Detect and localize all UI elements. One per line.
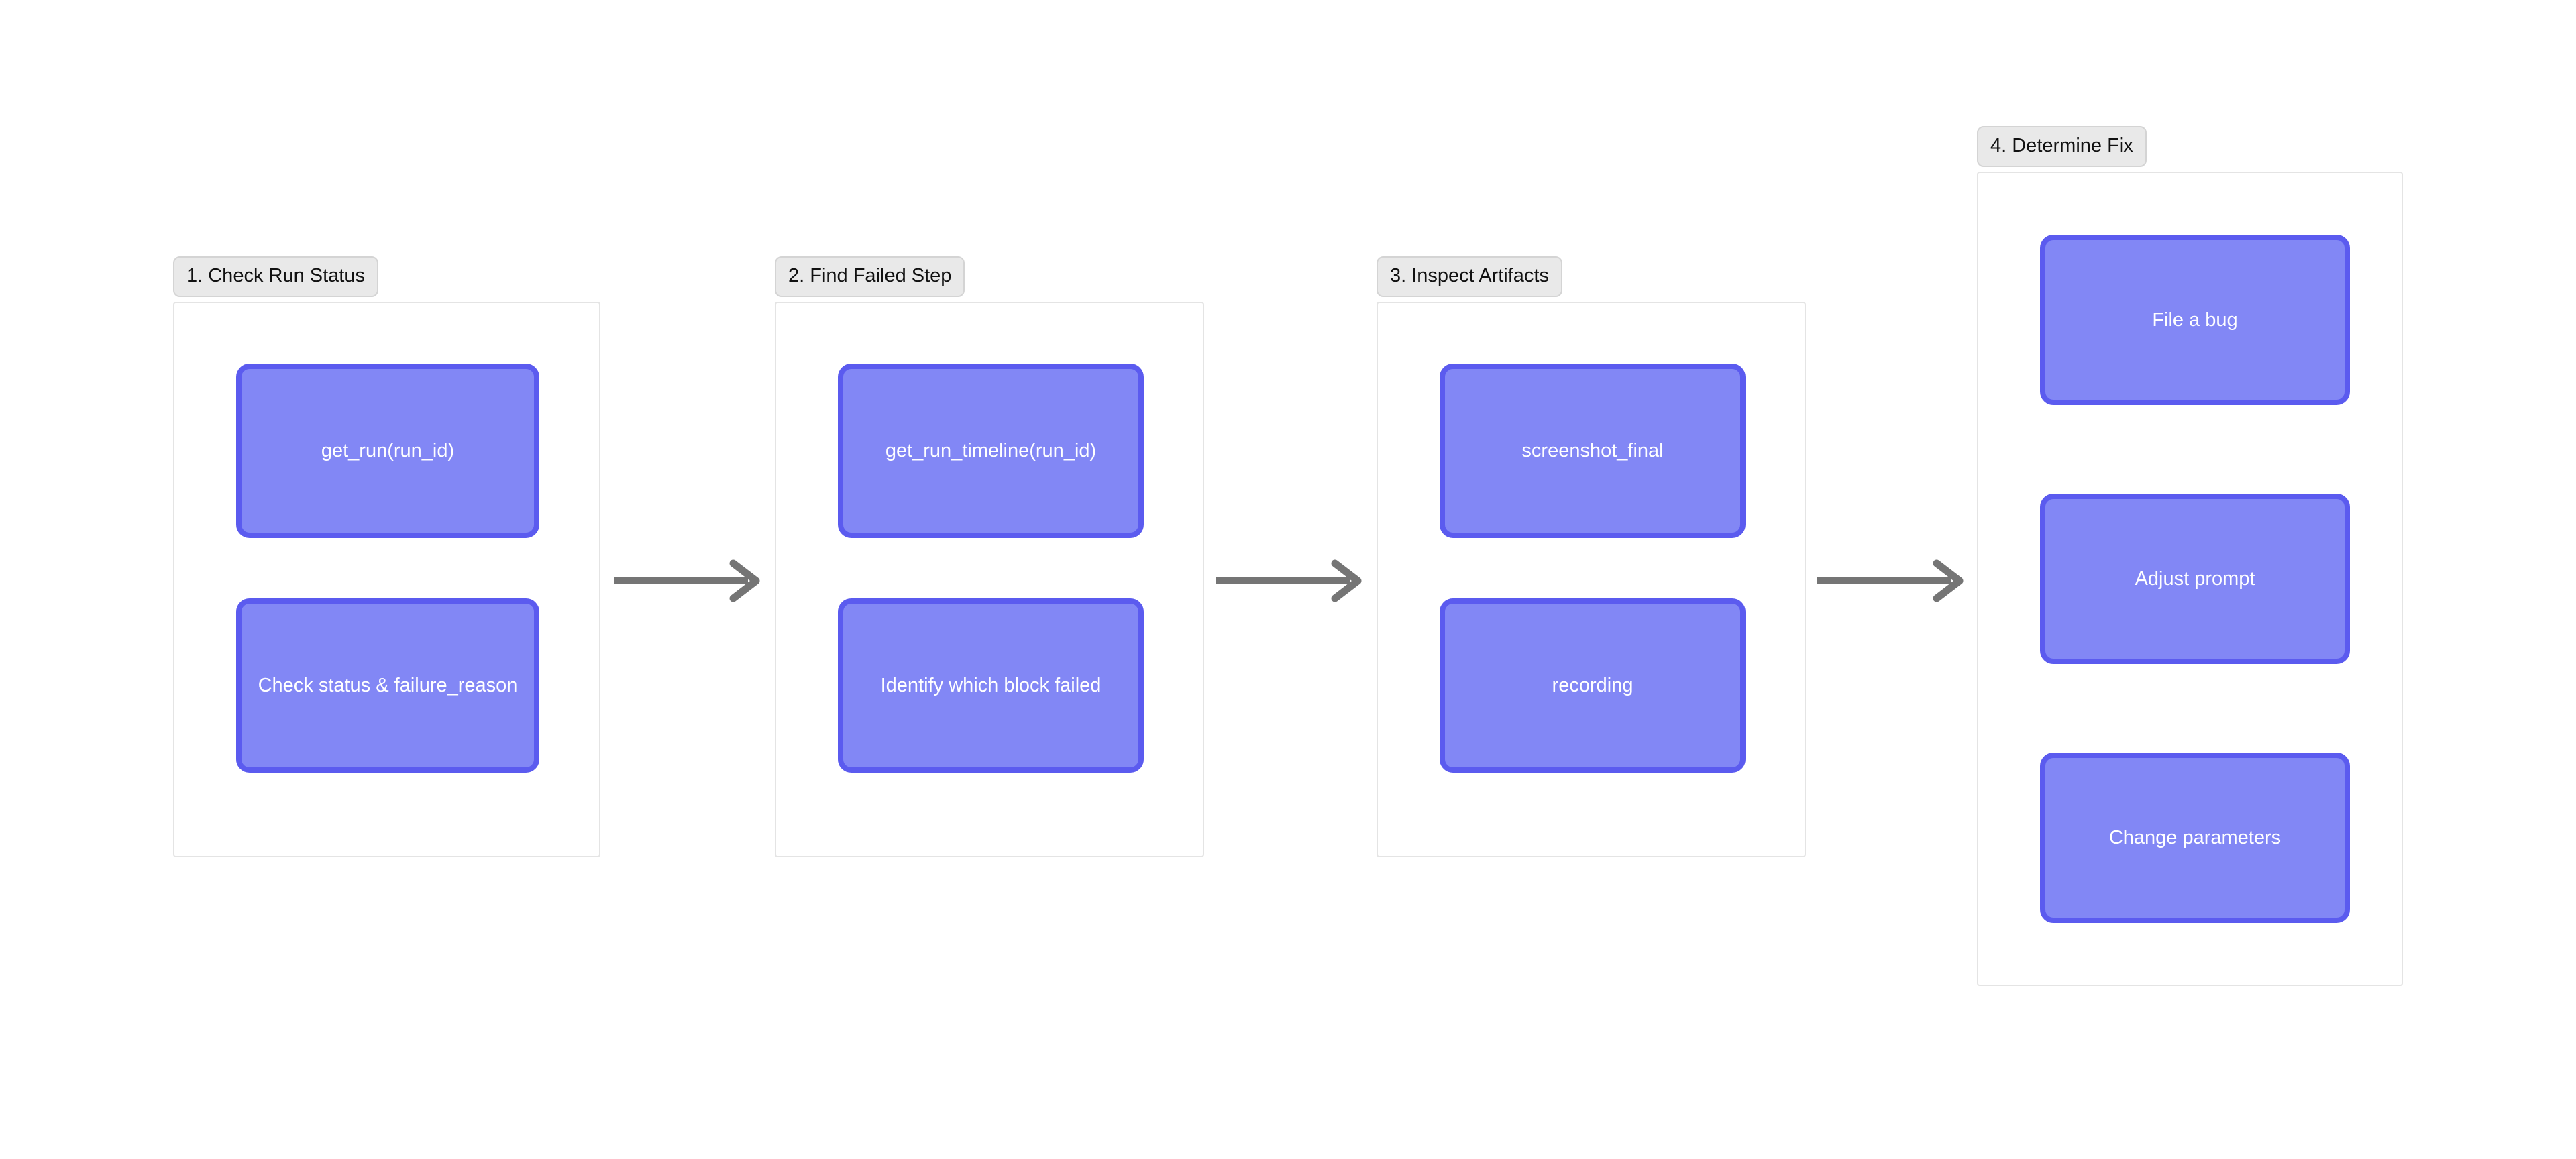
node-label-recording: recording — [1552, 674, 1633, 696]
node-check-status[interactable]: Check status & failure_reason — [236, 598, 539, 773]
connector-arrow-1-to-2 — [614, 554, 765, 608]
group-box-find-failed-step: get_run_timeline(run_id) Identify which … — [775, 302, 1204, 857]
group-label-find-failed-step: 2. Find Failed Step — [775, 256, 965, 297]
node-screenshot-final[interactable]: screenshot_final — [1440, 364, 1746, 538]
node-label-screenshot-final: screenshot_final — [1521, 439, 1664, 461]
connector-arrow-3-to-4 — [1817, 554, 1968, 608]
arrow-right-icon — [614, 559, 760, 602]
node-label-check-status: Check status & failure_reason — [258, 674, 518, 696]
group-box-inspect-artifacts: screenshot_final recording — [1377, 302, 1806, 857]
group-label-determine-fix: 4. Determine Fix — [1977, 126, 2147, 167]
node-label-get-run-timeline: get_run_timeline(run_id) — [885, 439, 1097, 461]
node-label-identify-block: Identify which block failed — [880, 674, 1102, 696]
arrow-right-icon — [1216, 559, 1362, 602]
node-file-a-bug[interactable]: File a bug — [2040, 235, 2350, 405]
group-box-check-run-status: get_run(run_id) Check status & failure_r… — [173, 302, 600, 857]
node-change-parameters[interactable]: Change parameters — [2040, 753, 2350, 923]
group-find-failed-step: 2. Find Failed Step get_run_timeline(run… — [775, 256, 1204, 857]
group-label-inspect-artifacts: 3. Inspect Artifacts — [1377, 256, 1562, 297]
node-identify-block[interactable]: Identify which block failed — [838, 598, 1144, 773]
node-get-run[interactable]: get_run(run_id) — [236, 364, 539, 538]
connector-arrow-2-to-3 — [1216, 554, 1366, 608]
group-label-check-run-status: 1. Check Run Status — [173, 256, 378, 297]
group-inspect-artifacts: 3. Inspect Artifacts screenshot_final re… — [1377, 256, 1806, 857]
group-determine-fix: 4. Determine Fix File a bug Adjust promp… — [1977, 126, 2403, 986]
group-box-determine-fix: File a bug Adjust prompt Change paramete… — [1977, 172, 2403, 986]
node-label-change-parameters: Change parameters — [2108, 826, 2282, 848]
arrow-right-icon — [1817, 559, 1964, 602]
node-label-get-run: get_run(run_id) — [321, 439, 455, 461]
group-check-run-status: 1. Check Run Status get_run(run_id) Chec… — [173, 256, 600, 857]
node-label-adjust-prompt: Adjust prompt — [2135, 567, 2255, 590]
node-get-run-timeline[interactable]: get_run_timeline(run_id) — [838, 364, 1144, 538]
node-recording[interactable]: recording — [1440, 598, 1746, 773]
node-adjust-prompt[interactable]: Adjust prompt — [2040, 494, 2350, 664]
node-label-file-a-bug: File a bug — [2152, 309, 2238, 331]
